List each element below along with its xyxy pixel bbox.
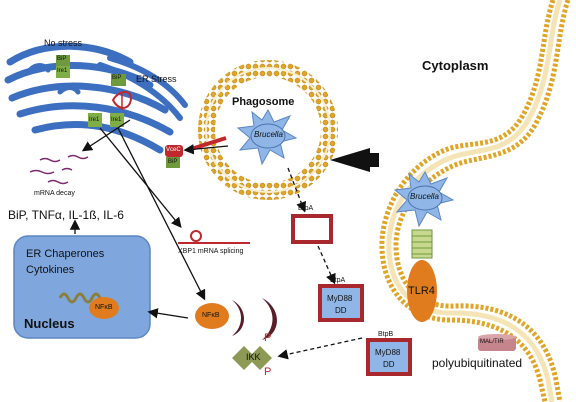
btpb-label: BtpB <box>378 331 394 338</box>
bip-label-1: BiP <box>57 56 67 62</box>
ire1-label-3: Ire1 <box>111 117 122 123</box>
ikk <box>232 346 272 370</box>
myd88-label-1: MyD88 <box>327 294 353 303</box>
er-stress-label: ER Stress <box>136 74 177 84</box>
brucella-phagosome <box>236 108 298 166</box>
btpa-label-1: BtpA <box>298 205 314 212</box>
phagosome <box>198 60 338 200</box>
ire1-bip-er-stress <box>88 74 132 127</box>
phospho-label-ikk: P <box>264 366 272 378</box>
arrow-mrna-decay <box>81 119 131 152</box>
endoplasmic-reticulum <box>4 42 188 154</box>
arrow-phagocytosis <box>330 148 370 172</box>
ire1-label-1: Ire1 <box>57 68 68 74</box>
mrna-decay-fragments <box>29 154 89 185</box>
tlr4 <box>407 229 437 322</box>
nfkb-label-nucleus: NFκB <box>95 304 113 311</box>
nucleus-label: Nucleus <box>24 316 75 331</box>
brucella-label-phagosome: Brucella <box>254 130 283 139</box>
mal-tir-label: MAL/TIR <box>480 339 504 345</box>
nfkb-complex <box>195 298 277 340</box>
arrow-btpa <box>287 167 307 213</box>
myd88-label-2: MyD88 <box>375 348 401 357</box>
xbp1-mrna <box>178 230 250 244</box>
arrow-nfkb <box>117 127 206 301</box>
myd88-btpb <box>366 338 412 376</box>
dd-label-1: DD <box>335 306 347 315</box>
arrow-ikk <box>277 337 363 360</box>
phagosome-label: Phagosome <box>232 96 295 108</box>
arrow-nfkb-nucleus <box>147 308 189 319</box>
tlr4-label: TLR4 <box>408 285 435 297</box>
arrow-xbp1 <box>99 127 182 229</box>
nucleus <box>13 235 151 339</box>
dd-label-2: DD <box>383 360 395 369</box>
bip-label-3: BiP <box>168 159 178 165</box>
cytokine-list: BiP, TNFα, IL-1ß, IL-6 <box>8 208 124 222</box>
btpa-label-2: BtpA <box>330 277 346 284</box>
ire1-bip-no-stress <box>56 55 70 78</box>
mrna-decay-label: mRNA decay <box>34 190 75 197</box>
bip-label-2: BiP <box>112 75 122 81</box>
no-stress-label: No stress <box>44 38 83 48</box>
arrow-vcec <box>183 144 229 155</box>
ire1-label-2: Ire1 <box>89 117 100 123</box>
cytoplasm-label: Cytoplasm <box>422 58 489 73</box>
ikk-label: IKK <box>246 352 261 362</box>
btpa-box <box>291 214 333 244</box>
vcec-label: VceC <box>166 147 181 153</box>
brucella-label-surface: Brucella <box>410 192 439 201</box>
nfkb-label-cytoplasm: NFκB <box>202 312 220 319</box>
cytokines-label: Cytokines <box>26 264 75 276</box>
brucella-cell-surface <box>393 170 455 228</box>
er-chaperones-label: ER Chaperones <box>26 248 105 260</box>
polyubiquitinated-label: polyubiquitinated <box>432 356 523 370</box>
myd88-btpa <box>318 284 364 322</box>
cell-membrane <box>379 0 571 402</box>
arrows <box>69 119 363 360</box>
vcec-bip <box>165 136 227 168</box>
mal-tir <box>478 334 516 351</box>
phospho-label-nfkb: P <box>264 332 272 344</box>
xbp1-label: XBP1 mRNA splicing <box>178 248 244 255</box>
arrow-phagocytosis-tail <box>365 153 379 167</box>
